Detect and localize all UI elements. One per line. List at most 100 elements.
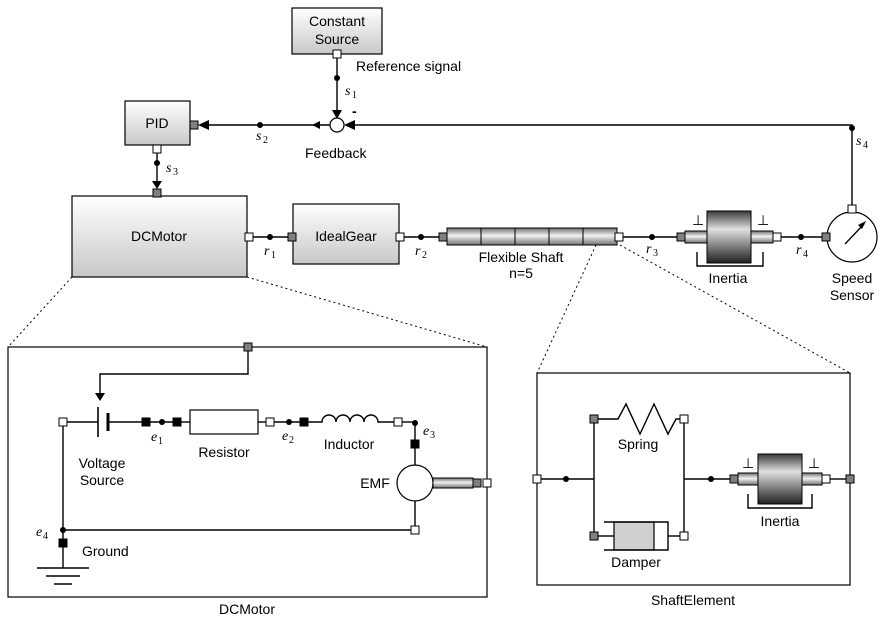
e2-label: e: [282, 429, 288, 444]
flexible-shaft-input-port[interactable]: [438, 232, 448, 242]
emf-body[interactable]: [396, 464, 434, 502]
spring-left-port[interactable]: [589, 414, 599, 424]
spring-body[interactable]: [598, 402, 680, 436]
r2-label: r: [415, 244, 421, 259]
reference-signal-label: Reference signal: [356, 58, 461, 74]
constant-source-label-1: Constant: [309, 13, 365, 29]
idealgear-label: IdealGear: [315, 228, 377, 244]
s3-node: [154, 160, 160, 166]
voltage-source-neg-port[interactable]: [58, 417, 68, 427]
zoom-line-shaft-left: [536, 244, 597, 374]
constant-source-block[interactable]: Constant Source: [291, 7, 383, 59]
idealgear-output-port[interactable]: [395, 232, 405, 242]
speed-sensor-label-1: Speed: [832, 270, 872, 286]
inertia-bracket: [696, 252, 764, 267]
resistor-label: Resistor: [198, 444, 250, 460]
voltage-source-label-1: Voltage: [79, 455, 126, 471]
r1-sub: 1: [271, 250, 276, 261]
pid-block[interactable]: PID: [124, 100, 199, 154]
damper-left-port[interactable]: [589, 531, 599, 541]
inertia-input-port[interactable]: [676, 232, 686, 242]
e4-label: e: [36, 525, 42, 540]
zoom-line-dcmotor-left: [7, 276, 73, 348]
flexible-shaft-label-1: Flexible Shaft: [479, 249, 564, 265]
flexible-shaft-block[interactable]: Flexible Shaft n=5: [438, 227, 624, 281]
r3-sub: 3: [653, 248, 658, 259]
inductor-label: Inductor: [324, 436, 375, 452]
r3-node: [649, 234, 655, 240]
s1-label: s: [345, 84, 351, 99]
e2-sub: 2: [289, 435, 294, 446]
speed-sensor-output-port[interactable]: [847, 204, 857, 214]
speed-sensor-label-2: Sensor: [830, 287, 875, 303]
emf-pos-port[interactable]: [410, 439, 420, 449]
e3-node: [412, 420, 418, 426]
ground-port[interactable]: [58, 538, 68, 548]
shaft-inertia-input-port[interactable]: [729, 474, 739, 484]
idealgear-block[interactable]: IdealGear: [287, 203, 405, 265]
e1-label: e: [151, 430, 157, 445]
idealgear-input-port[interactable]: [287, 232, 297, 242]
zoom-line-shaft-right: [619, 244, 851, 374]
pid-label: PID: [145, 115, 168, 131]
shaft-detail-output-port[interactable]: [845, 474, 855, 484]
r3-label: r: [646, 242, 652, 257]
pid-input-port[interactable]: [189, 120, 199, 130]
shaft-inertia-output-port[interactable]: [821, 474, 831, 484]
shaft-inertia-label: Inertia: [761, 513, 800, 529]
inertia-output-port[interactable]: [772, 232, 782, 242]
shaft-detail-mid-node: [708, 476, 714, 482]
shaft-inertia-bracket: [747, 494, 813, 509]
resistor-body[interactable]: [189, 409, 259, 435]
dcmotor-detail-input-wire: [99, 351, 249, 395]
speed-sensor-needle-tip: [858, 221, 866, 229]
shaft-inertia-block[interactable]: ⊥ ⊥ Inertia: [729, 453, 831, 529]
constant-source-label-2: Source: [315, 31, 360, 47]
inductor-right-port[interactable]: [393, 417, 403, 427]
dcmotor-label: DCMotor: [131, 228, 187, 244]
inertia-label: Inertia: [709, 270, 748, 286]
voltage-source-pos-port[interactable]: [141, 417, 151, 427]
shaft-detail-title: ShaftElement: [651, 592, 735, 608]
speed-sensor-input-port[interactable]: [821, 232, 831, 242]
e3-label: e: [423, 424, 429, 439]
dcmotor-block[interactable]: DCMotor: [71, 188, 254, 278]
inductor-left-port[interactable]: [299, 417, 309, 427]
s1-node: [334, 75, 340, 81]
dcmotor-detail-flange-port[interactable]: [482, 478, 492, 488]
s2-label: s: [256, 129, 262, 144]
dcmotor-flange-port[interactable]: [244, 232, 254, 242]
minus-sign: -: [352, 103, 357, 119]
feedback-sum-junction[interactable]: [329, 117, 345, 133]
r2-sub: 2: [422, 250, 427, 261]
emf-neg-port[interactable]: [410, 525, 420, 535]
dcmotor-input-port[interactable]: [152, 188, 162, 198]
inductor-coil[interactable]: [308, 414, 394, 423]
flexible-shaft-output-port[interactable]: [614, 232, 624, 242]
reference-arrow: [332, 110, 342, 119]
emf-label: EMF: [360, 475, 390, 491]
spring-right-port[interactable]: [679, 414, 689, 424]
ground-label: Ground: [82, 543, 129, 559]
damper-piston[interactable]: [613, 521, 655, 551]
emf-shaft: [432, 477, 474, 489]
shaft-detail-input-port[interactable]: [532, 474, 542, 484]
emf-shaft-port[interactable]: [472, 478, 482, 488]
s2-sub: 2: [263, 135, 268, 146]
resistor-right-port[interactable]: [265, 417, 275, 427]
resistor-left-port[interactable]: [172, 417, 182, 427]
dcmotor-detail-input-port[interactable]: [243, 342, 253, 352]
dcmotor-detail-title: DCMotor: [219, 601, 275, 617]
s4-sub: 4: [863, 140, 868, 151]
inertia-block[interactable]: ⊥ ⊥ Inertia: [676, 210, 782, 286]
e4-sub: 4: [43, 531, 48, 542]
feedback-label: Feedback: [305, 145, 367, 161]
speed-sensor-block[interactable]: Speed Sensor: [821, 204, 878, 303]
inertia-perp-right: ⊥: [757, 212, 769, 228]
damper-right-port[interactable]: [679, 531, 689, 541]
pid-output-port[interactable]: [152, 144, 162, 154]
voltage-source-label-2: Source: [80, 472, 125, 488]
r1-node: [267, 234, 273, 240]
constant-source-output-port[interactable]: [332, 49, 342, 59]
